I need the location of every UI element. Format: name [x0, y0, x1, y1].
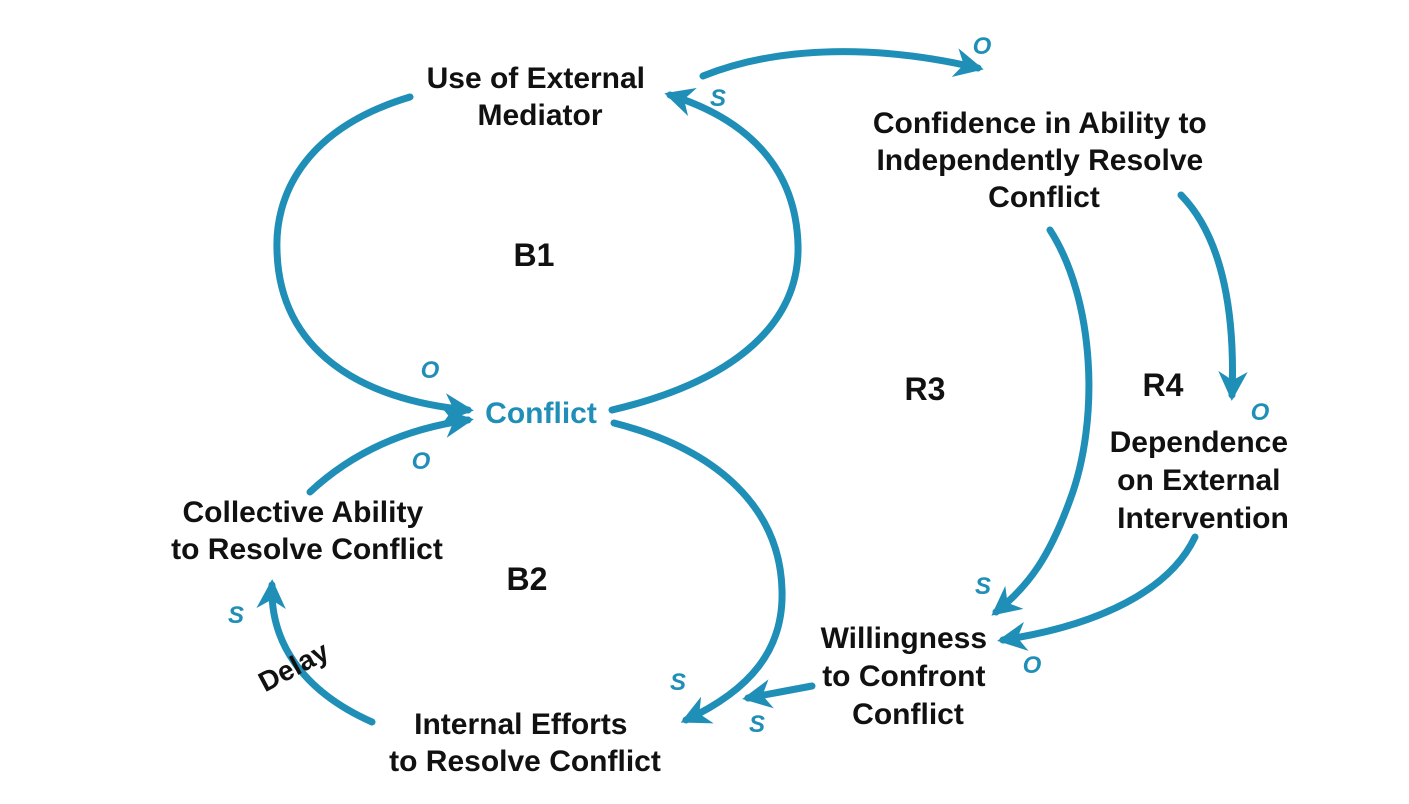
arrow-mediator-to-confidence — [699, 48, 984, 80]
arrow-conflict-to-mediator — [608, 87, 802, 414]
node-text-line: Willingness — [821, 622, 987, 655]
polarity-conflict-to-mediator: S — [710, 85, 726, 112]
node-text-line: Conflict — [852, 698, 964, 731]
node-internal-efforts: Internal Efforts to Resolve Conflict — [389, 708, 661, 778]
loop-label-r3: R3 — [905, 371, 946, 407]
node-text-line: Intervention — [1117, 502, 1289, 535]
polarity-conflict-to-internal: S — [670, 669, 686, 696]
node-text-line: Use of External — [427, 62, 645, 95]
node-text-line: Conflict — [485, 397, 597, 430]
polarity-mediator-to-confidence: O — [973, 33, 992, 60]
polarity-mediator-to-conflict: O — [421, 357, 440, 384]
node-conflict: Conflict — [485, 397, 597, 430]
arrow-collective-to-conflict — [306, 408, 474, 496]
node-text-line: Confidence in Ability to — [873, 107, 1207, 140]
node-text-line: Conflict — [988, 181, 1100, 214]
node-confidence-in-ability: Confidence in Ability to Independently R… — [873, 107, 1215, 214]
node-text-line: Internal Efforts — [414, 708, 627, 741]
arrow-conflict-to-internal — [610, 419, 786, 724]
node-willingness-to-confront: Willingness to Confront Conflict — [821, 622, 996, 731]
node-text-line: on External — [1117, 464, 1280, 497]
polarity-confidence-to-dependence: O — [1251, 399, 1270, 426]
arrow-internal-to-collective — [256, 579, 376, 726]
arrow-confidence-to-willingness — [991, 226, 1093, 616]
node-collective-ability: Collective Ability to Resolve Conflict — [171, 496, 443, 566]
node-text-line: to Resolve Conflict — [389, 745, 661, 778]
node-text-line: Mediator — [477, 99, 602, 132]
node-text-line: Collective Ability — [183, 496, 424, 529]
node-text-line: Dependence — [1110, 426, 1288, 459]
polarity-dependence-to-willingness: O — [1023, 652, 1042, 679]
node-text-line: to Resolve Conflict — [171, 533, 443, 566]
node-text-line: Independently Resolve — [876, 144, 1203, 177]
node-text-line: to Confront — [822, 660, 985, 693]
arrow-dependence-to-willingness — [997, 533, 1199, 651]
arrow-mediator-to-conflict — [273, 93, 474, 423]
node-use-of-external-mediator: Use of External Mediator — [427, 62, 654, 132]
polarity-internal-to-collective: S — [228, 602, 244, 629]
polarity-willingness-to-internal: S — [749, 711, 765, 738]
polarity-confidence-to-willingness: S — [975, 573, 991, 600]
loop-label-b2: B2 — [507, 561, 548, 597]
loop-label-r4: R4 — [1143, 367, 1184, 403]
arrow-willingness-to-internal — [742, 679, 816, 709]
loop-label-b1: B1 — [514, 237, 555, 273]
polarity-collective-to-conflict: O — [412, 448, 431, 475]
arrow-confidence-to-dependence — [1177, 191, 1248, 401]
node-dependence-on-external-intervention: Dependence on External Intervention — [1110, 426, 1297, 535]
